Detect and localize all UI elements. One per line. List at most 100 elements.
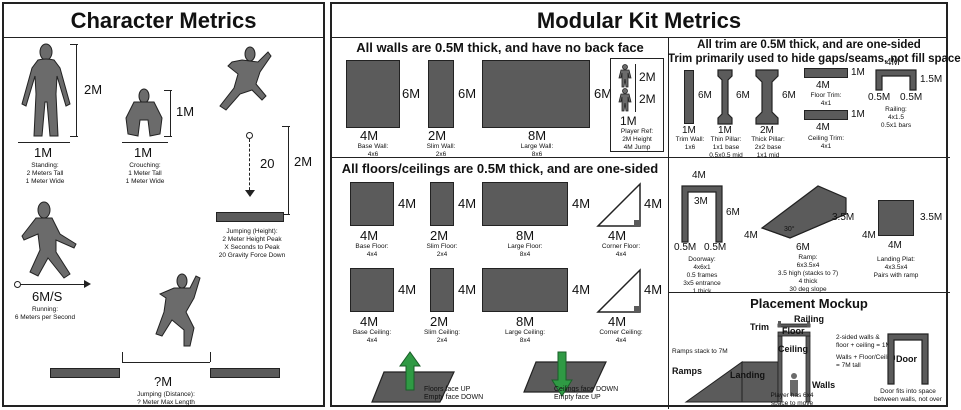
jump-distance-caption: Jumping (Distance): ? Meter Max Length (137, 391, 195, 406)
character-metrics-title: Character Metrics (70, 8, 257, 33)
thin-pillar-caption: Thin Pillar: 1x1 base 0.5x0.5 mid (709, 136, 743, 159)
floor-trim-w: 4M (816, 80, 830, 91)
mockup-label-floor: Floor (782, 326, 805, 336)
corner-ceiling-h: 4M (644, 282, 663, 297)
ramp-angle: 30° (784, 226, 795, 233)
base-floor-block (350, 182, 394, 226)
header-divider (4, 37, 323, 38)
railing-leg1: 0.5M (868, 92, 891, 103)
corner-ceiling-w: 4M (608, 314, 627, 329)
base-floor-caption: Base Floor: 4x4 (355, 243, 389, 258)
doorway-caption: Doorway: 4x6x1 0.5 frames 3x5 entrance 1… (683, 256, 721, 295)
large-ceiling-h: 4M (572, 282, 591, 297)
crouching-width-label: 1M (134, 145, 153, 160)
railing-shape (875, 69, 917, 91)
trim-wall-caption: Trim Wall: 1x6 (675, 136, 705, 151)
corner-ceiling-shape (596, 268, 641, 313)
base-floor-h: 4M (398, 196, 417, 211)
ramp-d: 4M (744, 230, 758, 241)
trim-wall-w: 1M (682, 125, 696, 136)
trim-heading-1: All trim are 0.5M thick, and are one-sid… (697, 39, 921, 51)
jump-height-arrow (249, 139, 250, 195)
jump-height-line (288, 126, 289, 214)
large-ceiling-w: 8M (516, 314, 535, 329)
corner-floor-w: 4M (608, 228, 627, 243)
mockup-label-walls: Walls (812, 380, 836, 390)
slim-wall-w: 2M (428, 128, 447, 143)
jump-height-platform (216, 212, 284, 222)
slim-ceiling-w: 2M (430, 314, 449, 329)
base-wall-caption: Base Wall: 4x6 (357, 143, 389, 158)
standing-height-line (76, 44, 77, 136)
slim-wall-block (428, 60, 454, 128)
running-speed-label: 6M/S (32, 289, 63, 304)
base-wall-h: 6M (402, 86, 421, 101)
player-ref-caption: Player Ref: 2M Height 4M Jump (620, 128, 654, 151)
ceiling-face-plane (523, 351, 607, 397)
ceiling-face-note: Ceilings face DOWN Empty face UP (554, 386, 619, 401)
base-wall-block (346, 60, 400, 128)
trim-heading-2: Trim primarily used to hide gaps/seams, … (668, 53, 961, 65)
crouching-width-line (122, 142, 168, 143)
jump-distance-line (122, 362, 210, 363)
mockup-note-ramps: Ramps stack to 7M (672, 348, 728, 355)
base-ceiling-h: 4M (398, 282, 417, 297)
doorway-mockup-divider (668, 292, 950, 293)
large-floor-caption: Large Floor: 8x4 (507, 243, 543, 258)
standing-caption: Standing: 2 Meters Tall 1 Meter Wide (25, 162, 65, 185)
landing-w: 4M (888, 240, 902, 251)
player-ref-dim-line (635, 64, 636, 112)
standing-figure (21, 43, 71, 137)
corner-ceiling-caption: Corner Ceiling: 4x4 (599, 329, 643, 344)
railing-caption: Railing: 4x1.5 0.5x1 bars (880, 106, 912, 129)
running-figure (21, 201, 77, 279)
standing-height-tick-bottom (70, 136, 78, 137)
base-ceiling-block (350, 268, 394, 312)
mockup-label-landing: Landing (730, 370, 765, 380)
large-floor-h: 4M (572, 196, 591, 211)
base-ceiling-w: 4M (360, 314, 379, 329)
player-ref-d1: 2M (639, 70, 656, 84)
crouching-figure (125, 88, 163, 137)
large-ceiling-caption: Large Ceiling: 8x4 (504, 329, 546, 344)
corner-floor-caption: Corner Floor: 4x4 (601, 243, 641, 258)
trim-wall-block (684, 70, 694, 124)
railing-h: 1.5M (920, 74, 943, 85)
base-floor-w: 4M (360, 228, 379, 243)
ramp-w: 6M (796, 242, 810, 253)
slim-floor-caption: Slim Floor: 2x4 (426, 243, 458, 258)
player-ref-d2: 2M (639, 92, 656, 106)
ceiling-trim-block (804, 110, 848, 120)
crouching-height-label: 1M (176, 104, 195, 119)
mockup-label-door: Door (896, 354, 917, 364)
jump-height-arrow-label: 20 (260, 156, 275, 171)
thick-pillar-caption: Thick Pillar: 2x2 base 1x1 mid (751, 136, 785, 159)
mockup-note-player-space: Player has 6x4 space to move (770, 392, 814, 407)
ramp-caption: Ramp: 6x3.5x4 3.5 high (stacks to 7) 4 t… (777, 254, 839, 293)
large-ceiling-block (482, 268, 568, 312)
landing-h: 3.5M (920, 212, 943, 223)
thin-pillar-w: 1M (718, 125, 732, 136)
running-arrow (20, 284, 86, 285)
mockup-label-ramps: Ramps (672, 366, 703, 376)
thin-pillar-shape (717, 69, 733, 125)
thick-pillar-h: 6M (782, 90, 796, 101)
ceiling-trim-caption: Ceiling Trim: 4x1 (807, 135, 845, 150)
jump-distance-platform-right (210, 368, 280, 378)
doorway-leg2: 0.5M (704, 242, 727, 253)
slim-floor-block (430, 182, 454, 226)
large-floor-block (482, 182, 568, 226)
large-wall-w: 8M (528, 128, 547, 143)
jump-height-arrowhead (245, 190, 255, 197)
jump-distance-platform-left (50, 368, 120, 378)
jump-distance-tick-right (210, 352, 211, 362)
railing-leg2: 0.5M (900, 92, 923, 103)
corner-floor-h: 4M (644, 196, 663, 211)
walls-trim-divider (668, 37, 669, 157)
floor-trim-caption: Floor Trim: 4x1 (810, 92, 842, 107)
mockup-label-railing: Railing (794, 314, 825, 324)
mockup-label-ceiling: Ceiling (778, 344, 809, 354)
doorway-shape (681, 185, 723, 243)
modular-header-divider (332, 37, 946, 38)
doorway-inner: 3M (694, 196, 708, 207)
